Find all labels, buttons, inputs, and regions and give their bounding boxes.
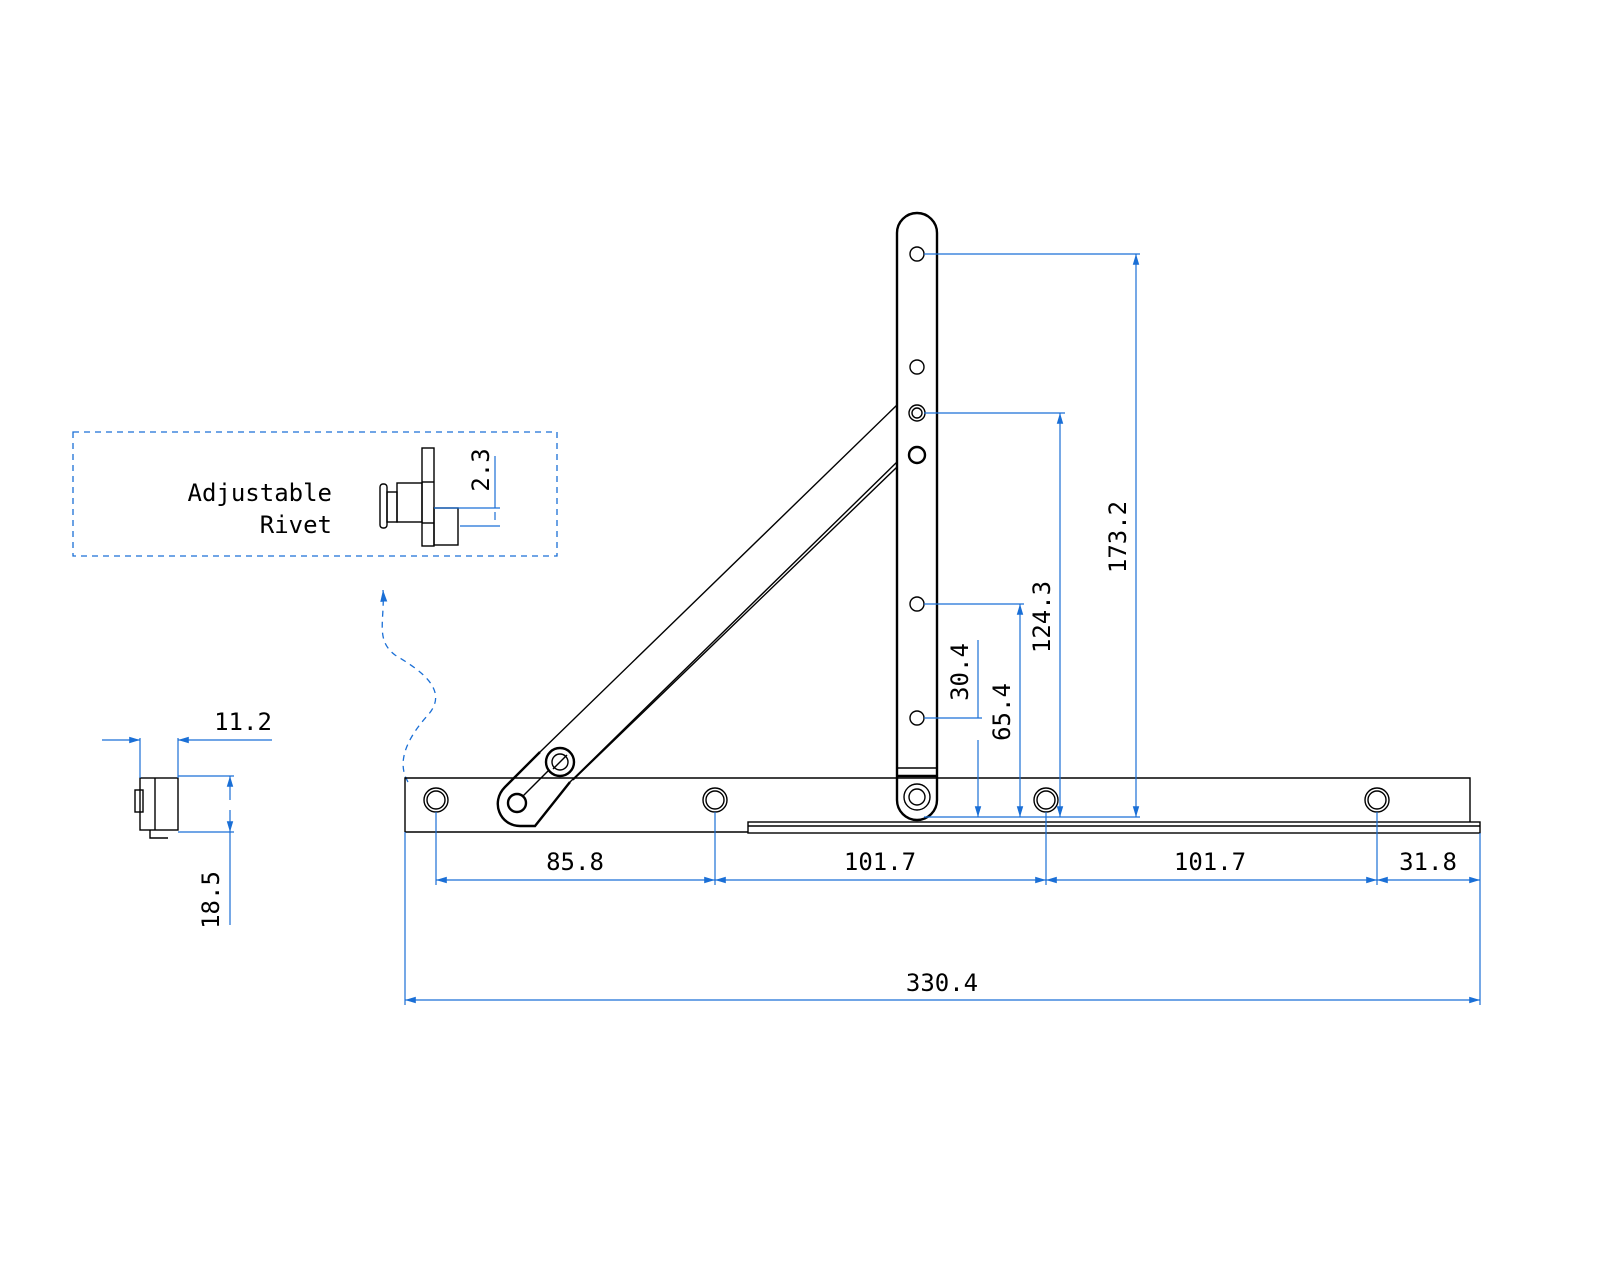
horizontal-dimensions: 85.8 101.7 101.7 31.8 330.4	[404, 812, 1481, 1005]
callout-arrow	[380, 589, 437, 783]
vertical-dimensions: 173.2 124.3 65.4 30.4	[924, 253, 1140, 818]
base-track	[404, 777, 1481, 834]
vertical-arm	[895, 211, 939, 822]
dim-101-7-b: 101.7	[1174, 848, 1246, 876]
diagonal-arm	[496, 404, 898, 828]
dim-65-4: 65.4	[988, 683, 1016, 741]
screw-hole	[1033, 787, 1059, 813]
dim-101-7-a: 101.7	[844, 848, 916, 876]
dim-124-3: 124.3	[1028, 581, 1056, 653]
screw-hole	[702, 787, 728, 813]
dim-85-8: 85.8	[546, 848, 604, 876]
screw-hole	[423, 787, 449, 813]
side-height-dim: 18.5	[197, 871, 225, 929]
detail-label-2: Rivet	[260, 511, 332, 539]
side-view: 11.2 18.5	[102, 708, 272, 929]
dim-30-4: 30.4	[946, 643, 974, 701]
overall-length-dim: 330.4	[906, 969, 978, 997]
rivet-dim: 2.3	[467, 448, 495, 491]
dim-31-8: 31.8	[1399, 848, 1457, 876]
side-width-dim: 11.2	[214, 708, 272, 736]
adjustable-rivet-detail: Adjustable Rivet 2.3	[72, 431, 558, 557]
screw-hole	[1364, 787, 1390, 813]
dim-173-2: 173.2	[1104, 501, 1132, 573]
detail-label-1: Adjustable	[188, 479, 333, 507]
rivet-icon	[379, 447, 459, 547]
